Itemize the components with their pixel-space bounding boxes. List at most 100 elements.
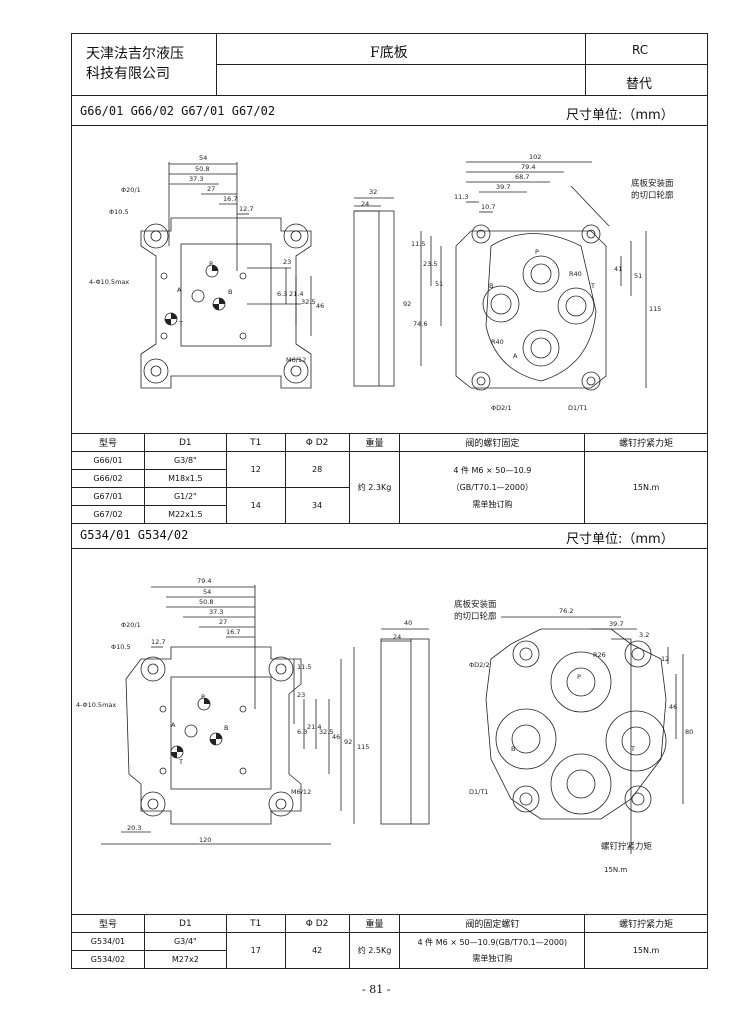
table-cell: G67/01 [71,487,145,506]
cut2-outline-label-1: 底板安装面 [454,599,497,610]
screw-line: 4 件 M6 × 50—10.9(GB/T70.1—2000) [417,937,568,947]
front2-label-phi105: Φ10.5 [111,643,131,651]
front2-dim-50-8: 50.8 [199,598,213,606]
th-torque: 螺钉拧紧力矩 [584,433,708,452]
screw-fixing-cell: 4 件 M6 × 50—10.9 （GB/T70.1—2000） 需单独订购 [399,451,586,524]
screw-line: 需单独订购 [472,500,513,509]
cut-dim-79-4: 79.4 [521,163,535,171]
th-d2: Φ D2 [284,433,350,452]
section1-models: G66/01 G66/02 G67/01 G67/02 [80,104,276,118]
header-divider [71,95,708,96]
th-screw: 阀的固定螺钉 [399,914,586,933]
cut-dim-92: 92 [403,300,411,308]
front2-dim-16-7: 16.7 [226,628,240,636]
cut-dim-115: 115 [649,305,661,313]
front-dim-32-5: 32.5 [301,298,315,306]
front-dim-16-7: 16.7 [223,195,237,203]
cutout-outline [485,628,667,820]
cut-dim-51-right: 51 [634,272,642,280]
side-dim-32: 32 [369,188,377,196]
front2-port-b: B [224,724,228,732]
cut-dim-11-3: 11.3 [454,193,468,201]
cut2-dim-3-2: 3.2 [639,631,649,639]
front-dim-12-7: 12.7 [239,205,253,213]
screw-line: 需单独订购 [472,953,513,963]
section2-models: G534/01 G534/02 [80,528,189,542]
cut2-port-p: P [577,673,581,681]
table-cell: 约 2.3Kg [348,451,401,524]
table-cell: M22x1.5 [143,505,227,524]
cut-r-label-1: R40 [569,270,582,278]
table-cell: 14 [225,487,286,524]
cut-dim-51-left: 51 [435,280,443,288]
front2-dim-79-4: 79.4 [197,577,211,585]
front-port-b: B [228,288,232,296]
front-label-4phi: 4-Φ10.5max [89,278,129,286]
table-cell: 17 [225,932,286,969]
cut-label-phid2: ΦD2/1 [491,404,512,412]
cutout-outline [455,230,607,389]
front-label-phi20: Φ20/1 [121,186,141,194]
th-d1: D1 [143,914,227,933]
cut2-torque-value: 15N.m [604,866,627,874]
table-cell: G3/4" [143,932,227,951]
cut-dim-74-6: 74.6 [413,320,427,328]
table-cell: G3/8" [143,451,227,470]
cut2-port-b: B [511,745,515,753]
th-screw: 阀的螺钉固定 [399,433,586,452]
front2-dim-32-5: 32.5 [319,728,333,736]
table-cell: 28 [284,451,350,488]
front2-port-p: P [201,693,205,701]
table-cell: G534/01 [71,932,145,951]
cut2-dim-80: 80 [685,728,693,736]
front2-thread: M6/12 [291,788,311,796]
cut2-dim-76-2: 76.2 [559,607,573,615]
front2-dim-120: 120 [199,836,211,844]
front2-dim-21-4: 21.4 [307,723,321,731]
th-d2: Φ D2 [284,914,350,933]
front2-dim-115: 115 [357,743,369,751]
cut2-torque-label: 螺钉拧紧力矩 [601,841,653,852]
section-divider [71,125,708,126]
front2-port-a: A [171,721,176,729]
table-cell: 42 [284,932,350,969]
cut-port-t: T [590,282,595,290]
front-port-t: T [178,320,183,328]
table-cell: G1/2" [143,487,227,506]
front-dim-46: 46 [316,302,324,310]
th-d1: D1 [143,433,227,452]
table-cell: 15N.m [584,932,708,969]
company-name-line1: 天津法吉尔液压 [86,46,184,62]
front2-dim-6-3: 6.3 [297,728,307,736]
section-divider [71,548,708,549]
cut2-label-phid2: ΦD2/2 [469,661,490,669]
table-cell: 12 [225,451,286,488]
front2-dim-12-7: 12.7 [151,638,165,646]
front-thread: M6/12 [286,356,306,364]
front2-dim-46: 46 [332,733,340,741]
table-cell: 34 [284,487,350,524]
cut-dim-23-5: 23.5 [423,260,437,268]
cut-label-d1t1: D1/T1 [568,404,587,412]
side2-dim-40: 40 [404,619,412,627]
cut2-dim-39-7: 39.7 [609,620,623,628]
cut-dim-102: 102 [529,153,541,161]
table-cell: G534/02 [71,950,145,969]
table-cell: G66/01 [71,451,145,470]
side-dim-24: 24 [361,200,369,208]
doc-code: RC [632,43,649,57]
cut2-r-label: R26 [593,651,606,659]
cut-outline-label-2: 的切口轮廓 [631,190,674,201]
front2-label-phi20: Φ20/1 [121,621,141,629]
section2-drawing: 79.4 54 50.8 37.3 27 16.7 12.7 Φ20/1 Φ10… [76,577,693,874]
cut-dim-10-7: 10.7 [481,203,495,211]
front2-dim-27: 27 [219,618,227,626]
cut-r-label-2: R40 [491,338,504,346]
cut2-dim-12: 12 [661,655,669,663]
section1-drawing: 54 50.8 37.3 27 16.7 12.7 Φ20/1 Φ10.5 4-… [89,153,674,412]
front-port-p: P [209,260,213,268]
side-view-body [353,210,395,387]
section1-unit: 尺寸单位:（mm） [566,108,674,123]
front2-dim-20-3: 20.3 [127,824,141,832]
side2-dim-24: 24 [393,633,401,641]
